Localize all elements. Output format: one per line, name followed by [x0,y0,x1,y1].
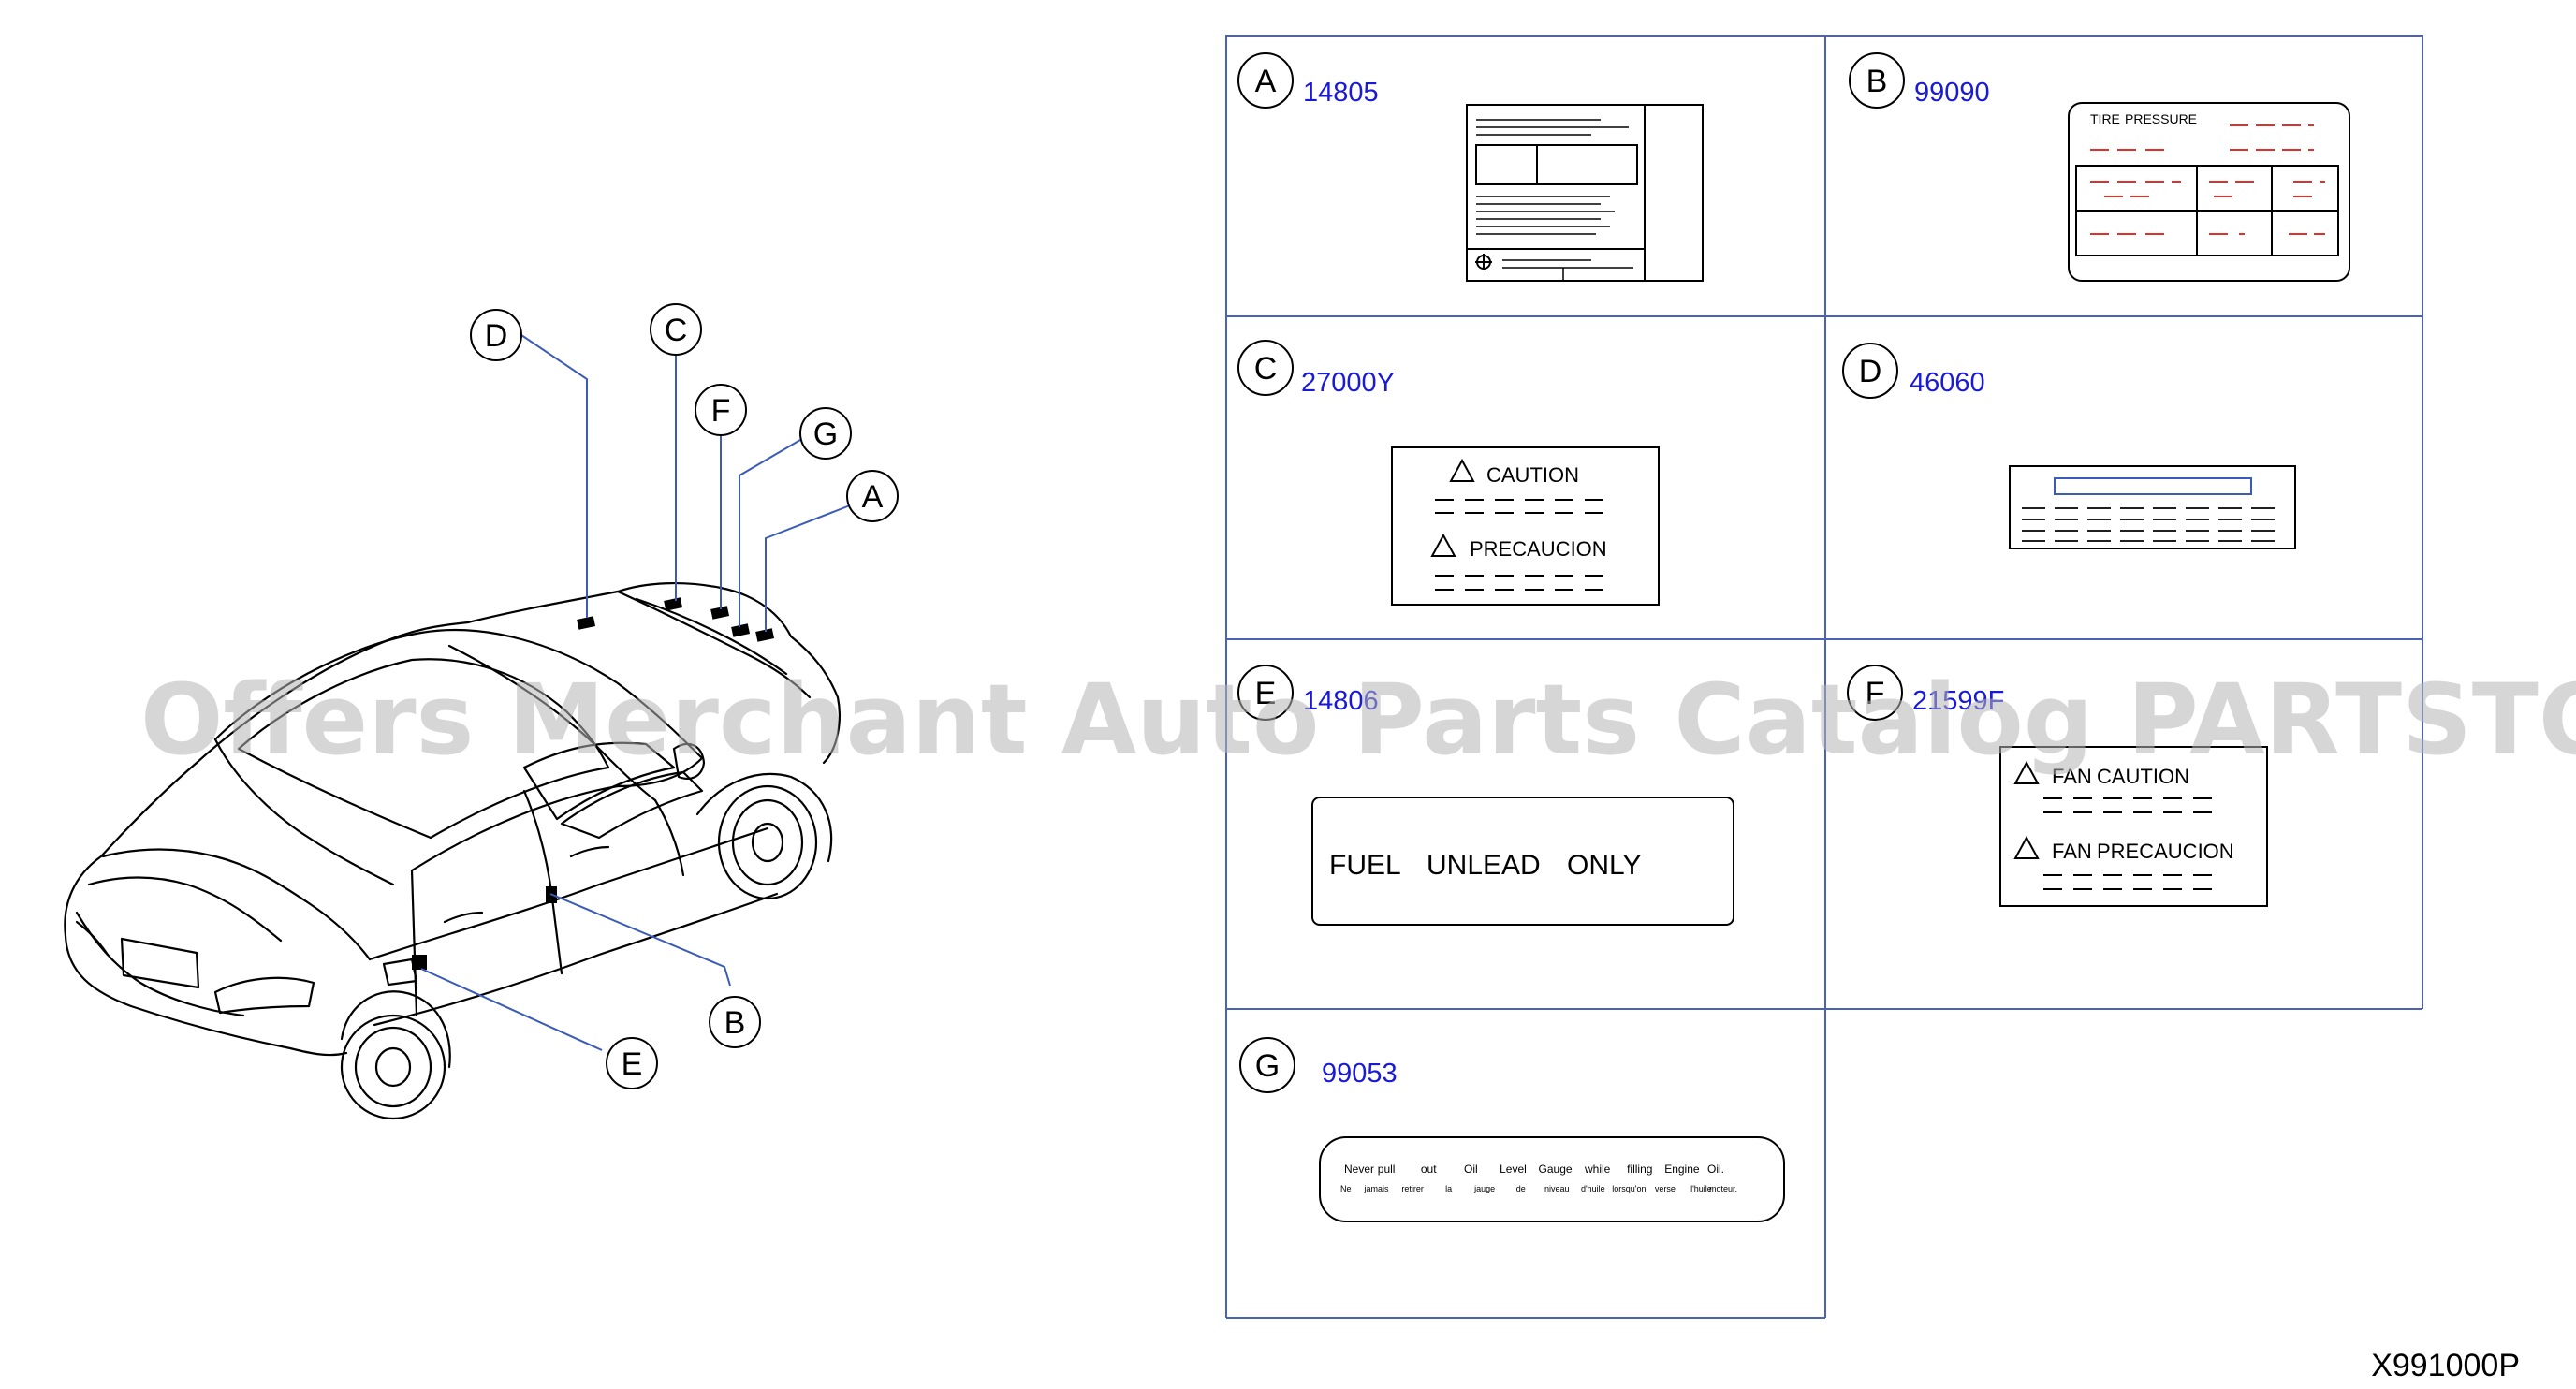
label-g-fr-word: Ne [1340,1184,1352,1193]
mark-d [577,616,596,630]
label-g-drawing: Never pull out Oil Level Gauge while filling Eng… [1319,1136,1785,1222]
diagram-code: X991000P [2371,1348,2520,1383]
label-g-fr-word: d'huile [1581,1184,1605,1193]
mark-e [412,955,427,970]
callout-d-label: D [485,318,508,354]
label-g-fr-word: retirer [1401,1184,1424,1193]
label-g-fr-word: jauge [1473,1184,1495,1193]
label-g-fr-word: lorsqu'on [1612,1184,1646,1193]
callout-g-label: G [813,417,838,452]
callout-e-label: E [622,1046,643,1082]
panel-a-part-number: 14805 [1303,78,1379,108]
panel-f-part-number: 21599F [1912,686,2004,716]
panel-g-part-number: 99053 [1322,1059,1398,1089]
callout-f[interactable]: F [695,384,747,436]
label-e-word-2: UNLEAD [1427,850,1541,881]
panel-d-letter: D [1859,354,1882,389]
panel-c-letter: C [1254,351,1278,387]
label-g-en-word: Gauge [1539,1162,1573,1176]
label-g-en-word: while [1584,1162,1611,1176]
panel-e[interactable]: E 14806 FUEL UNLEAD ONLY [1237,665,1734,926]
callout-f-label: F [711,393,731,429]
panel-c-part-number: 27000Y [1301,368,1395,398]
label-g-fr-word: niveau [1544,1184,1570,1193]
panel-f-letter: F [1866,676,1885,711]
label-e-word-3: ONLY [1567,850,1641,881]
label-g-fr-word: jamais [1364,1184,1390,1193]
label-a-drawing [1466,104,1704,282]
label-b-title-1: TIRE [2090,111,2120,126]
panel-c[interactable]: C 27000Y CAUTION PRECAUCION [1237,340,1660,606]
callout-a-label: A [862,479,884,515]
watermark: Offers Merchant Auto Parts Catalog PARTS… [140,663,2576,777]
panel-g-letter: G [1255,1048,1280,1084]
car-illustration [64,582,841,1120]
panel-f[interactable]: F 21599F FAN CAUTION FAN PRECAUCION [1847,665,2268,907]
callout-d[interactable]: D [470,309,522,361]
label-g-en-word: Engine [1664,1162,1700,1176]
panel-d[interactable]: D 46060 [1842,343,2296,549]
panel-e-letter: E [1255,676,1277,711]
label-g-fr-word: moteur. [1709,1184,1737,1193]
label-b-title-2: PRESSURE [2125,111,2197,126]
label-g-fr-word: de [1516,1184,1526,1193]
label-g-en-word: pull [1378,1162,1396,1176]
label-f-line-1b: CAUTION [2097,765,2189,788]
label-g-en-word: Oil [1464,1162,1478,1176]
callout-c-label: C [665,313,688,348]
callout-c[interactable]: C [650,303,702,356]
callouts: D C F G A B E [470,303,899,1089]
label-g-french-line: Ne jamais retirer la jauge de niveau d'huile lor… [1340,1184,1737,1193]
label-f-drawing: FAN CAUTION FAN PRECAUCION [1999,746,2268,907]
callout-e[interactable]: E [606,1037,658,1089]
label-f-line-2b: PRECAUCION [2097,840,2234,863]
panel-b[interactable]: B 99090 TIRE PRESSURE [1849,52,2350,282]
panel-a-letter: A [1255,64,1277,99]
leader-lines [420,334,851,1051]
label-d-drawing [2009,465,2296,549]
label-g-en-word: Never [1344,1162,1374,1176]
label-g-en-word: filling [1627,1162,1652,1176]
label-g-en-word: Oil. [1707,1162,1724,1176]
mark-a [755,628,775,642]
panel-grid [1225,35,2423,1319]
warning-triangle-icon [2013,760,2040,784]
warning-triangle-icon [1430,533,1456,557]
panel-b-letter: B [1866,64,1888,99]
label-g-fr-word: la [1445,1184,1452,1193]
callout-b-label: B [724,1005,746,1041]
label-g-en-word: out [1421,1162,1437,1176]
label-b-drawing: TIRE PRESSURE [2068,102,2350,282]
callout-a[interactable]: A [846,470,899,522]
label-c-line-2: PRECAUCION [1470,537,1607,561]
label-g-english-line: Never pull out Oil Level Gauge while filling Eng… [1344,1162,1724,1176]
label-f-line-2: FAN [2052,840,2092,863]
panel-a[interactable]: A 14805 [1237,52,1704,282]
label-c-drawing: CAUTION PRECAUCION [1391,446,1660,606]
label-position-marks [412,597,775,970]
callout-b[interactable]: B [709,996,761,1048]
label-g-en-word: Level [1500,1162,1527,1176]
label-f-line-1: FAN [2052,765,2092,788]
mark-g [731,623,751,637]
label-g-fr-word: l'huile [1690,1184,1712,1193]
panel-b-part-number: 99090 [1914,78,1990,108]
panel-g[interactable]: G 99053 Never pull out Oil Level Gauge while fi… [1239,1037,1785,1222]
panel-e-part-number: 14806 [1303,686,1379,716]
mark-f [710,606,730,620]
mark-c [664,597,683,611]
label-g-fr-word: verse [1655,1184,1676,1193]
panel-d-part-number: 46060 [1910,368,1985,398]
label-e-drawing: FUEL UNLEAD ONLY [1311,797,1734,926]
warning-triangle-icon [2013,835,2040,859]
label-e-word-1: FUEL [1329,850,1401,881]
warning-triangle-icon [1449,458,1475,482]
callout-g[interactable]: G [799,407,852,460]
label-c-line-1: CAUTION [1486,463,1579,487]
